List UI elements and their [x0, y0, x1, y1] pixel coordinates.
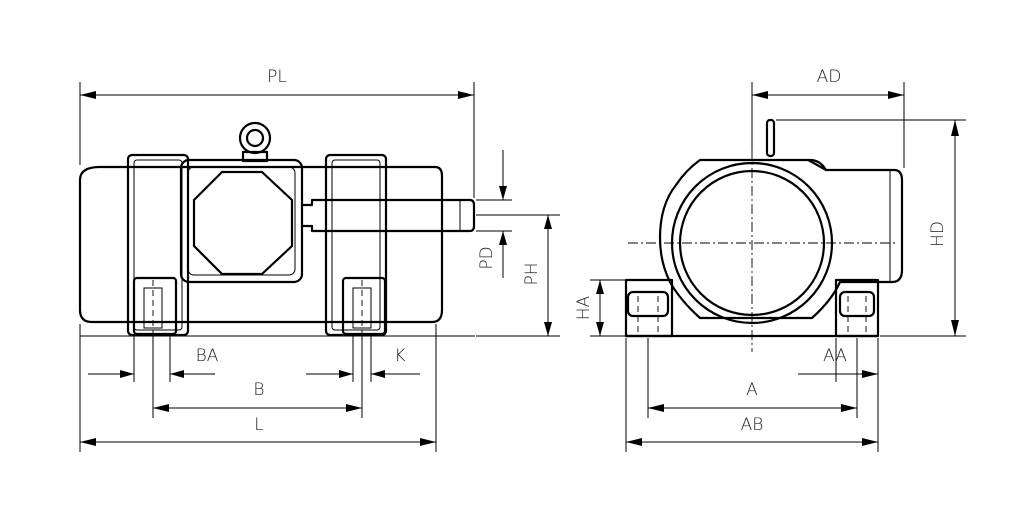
k-arrow-left — [339, 370, 353, 378]
ad-arrow-left — [752, 91, 768, 99]
ad-arrow-right — [888, 91, 904, 99]
lifting-eye-hole — [245, 128, 265, 148]
b-arrow-left — [153, 404, 169, 412]
l-arrow-left — [80, 438, 96, 446]
front-foot-left-slot — [626, 290, 670, 318]
lifting-eye-base — [241, 150, 269, 163]
ph-label: PH — [522, 262, 542, 285]
side-right-band-inner — [331, 159, 381, 331]
ba-arrow-left — [120, 370, 134, 378]
front-base-outline-right — [834, 278, 880, 338]
ph-arrow-bottom — [544, 322, 552, 336]
ab-label: AB — [741, 415, 764, 435]
side-foot-right-slot — [352, 287, 372, 329]
a-arrow-left — [648, 404, 664, 412]
ab-arrow-right — [862, 438, 878, 446]
cable-gland — [300, 198, 476, 233]
k-arrow-right — [371, 370, 385, 378]
pl-label: PL — [267, 67, 287, 87]
pl-arrow-right — [458, 91, 474, 99]
b-label: B — [253, 380, 264, 400]
side-view — [78, 121, 476, 340]
k-label: K — [394, 346, 405, 366]
aa-arrow-right — [862, 370, 878, 378]
side-dimensions: PL PD PH BA K — [79, 67, 560, 452]
ha-label: HA — [574, 295, 594, 320]
ab-arrow-left — [626, 438, 642, 446]
ad-label: AD — [817, 67, 842, 87]
front-lifting-pin — [765, 118, 776, 158]
ba-label: BA — [196, 346, 219, 366]
front-terminal-bulge — [806, 158, 828, 172]
side-foot-right — [341, 276, 387, 336]
side-foot-left — [132, 276, 178, 336]
l-label: L — [254, 415, 263, 435]
a-arrow-right — [841, 404, 857, 412]
b-arrow-right — [346, 404, 362, 412]
l-arrow-right — [420, 438, 436, 446]
side-body-outline — [78, 165, 444, 324]
pd-label: PD — [477, 246, 497, 269]
hd-arrow-bottom — [951, 320, 959, 336]
front-housing-outline — [658, 158, 904, 320]
hd-arrow-top — [951, 120, 959, 136]
side-left-band — [126, 153, 190, 337]
front-foot-right-slot — [838, 290, 876, 318]
hd-label: HD — [928, 221, 948, 247]
lifting-eye-icon — [238, 121, 272, 155]
side-right-band — [324, 153, 388, 337]
ha-arrow-top — [596, 280, 604, 294]
ba-arrow-right — [170, 370, 184, 378]
aa-label: AA — [823, 346, 847, 366]
pd-arrow-bottom — [499, 231, 507, 245]
terminal-box — [179, 158, 304, 284]
front-dimensions: AD HD HA AA A AB — [574, 67, 966, 452]
side-left-band-inner — [133, 159, 183, 331]
a-label: A — [746, 380, 758, 400]
front-base-outline — [624, 278, 674, 338]
front-view — [624, 118, 904, 352]
ha-arrow-bottom — [596, 322, 604, 336]
ph-arrow-top — [544, 215, 552, 229]
side-foot-left-slot — [143, 287, 163, 329]
pl-arrow-left — [80, 91, 96, 99]
terminal-cover-octagon — [192, 170, 294, 276]
pd-arrow-top — [499, 186, 507, 200]
